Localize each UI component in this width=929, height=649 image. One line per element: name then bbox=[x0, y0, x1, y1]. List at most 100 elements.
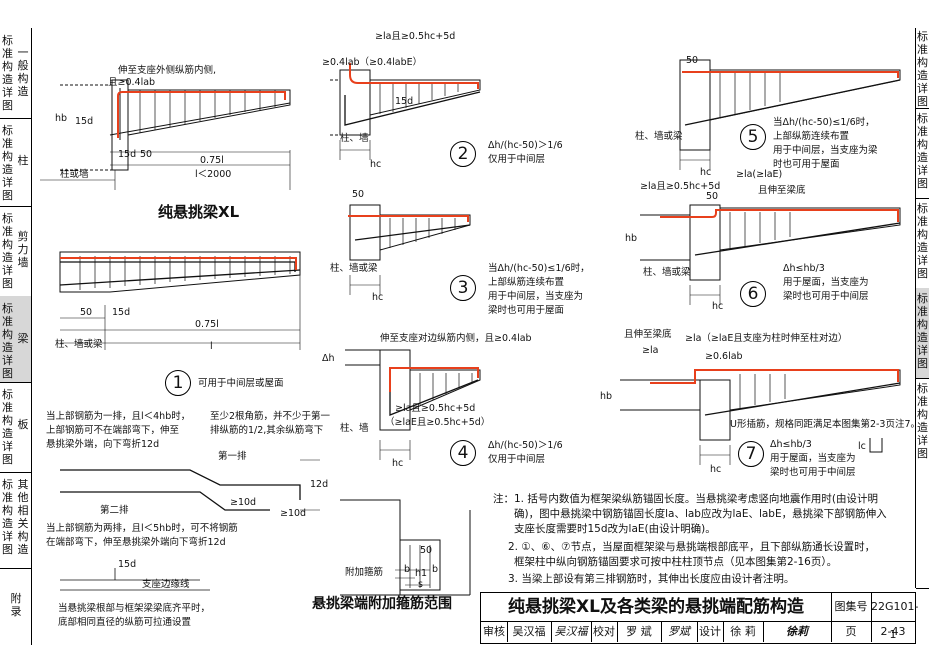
fig1-drawing bbox=[40, 79, 291, 190]
atlas-number: 22G101-1 bbox=[871, 593, 919, 641]
stirrup-label: 附加箍筋 bbox=[345, 567, 384, 578]
fig4-support: 柱、墙 bbox=[340, 423, 369, 434]
atlas-label: 图集号 bbox=[831, 593, 872, 622]
bl-15d: 15d bbox=[118, 559, 137, 570]
fig3-top-rebar bbox=[348, 215, 469, 222]
fig6-top: ≥la且≥0.5hc+5d bbox=[640, 181, 721, 192]
stirrup-range-diagram bbox=[340, 499, 471, 596]
fig7-top-rebar bbox=[650, 369, 899, 384]
fig6-num: 6 bbox=[740, 281, 766, 307]
fig1b-caption: 可用于中间层或屋面 bbox=[198, 378, 284, 389]
fig4-la1: ≥la且≥0.5hc+5d bbox=[395, 403, 476, 414]
bent-bar-diagram bbox=[60, 459, 320, 591]
bl-edge: 支座边缘线 bbox=[142, 579, 190, 590]
fig1-15d: 15d bbox=[75, 116, 94, 127]
fig7-side2: ≥la bbox=[642, 345, 659, 356]
fig5-num: 5 bbox=[740, 124, 766, 150]
sidebar-item-general[interactable]: 标准构造详图 一般构造 bbox=[0, 28, 31, 119]
fig4-num: 4 bbox=[450, 440, 476, 466]
sidebar-item-slab[interactable]: 标准构造详图 板 bbox=[0, 382, 31, 473]
fig7-lc: lc bbox=[858, 441, 866, 452]
notes-line-2: 确)，图中悬挑梁中钢筋锚固长度la、lab应改为laE、labE，悬挑梁下部钢筋… bbox=[514, 508, 887, 520]
fig1-top-rebar bbox=[117, 91, 286, 138]
stirrup-b1: b bbox=[404, 564, 411, 575]
sidebar-item-appendix[interactable]: 附录 bbox=[10, 592, 22, 618]
bl-n4a: 当悬挑梁根部与框架梁梁底齐平时， bbox=[58, 603, 211, 614]
fig1b-15d: 15d bbox=[112, 307, 131, 318]
fig2-hc: hc bbox=[370, 159, 382, 170]
stirrup-b2: b bbox=[432, 564, 439, 575]
fig2-drawing bbox=[330, 69, 481, 160]
fig7-side: 且伸至梁底 bbox=[624, 329, 672, 340]
fig3-support: 柱、墙或梁 bbox=[330, 263, 378, 274]
fig1b-50: 50 bbox=[80, 307, 93, 318]
sidebar-item-shear-wall[interactable]: 标准构造详图 剪力墙 bbox=[0, 206, 31, 297]
fig6-hb: hb bbox=[625, 233, 638, 244]
right-sidebar-item[interactable]: 标准构造详图 bbox=[916, 378, 929, 589]
fig3-l4: 梁时也可用于屋面 bbox=[488, 305, 565, 316]
check-signature: 罗斌 bbox=[661, 621, 698, 642]
sidebar-item-beam[interactable]: 标准构造详图 梁 bbox=[0, 296, 31, 383]
fig1-note2: 且≥0.4lab bbox=[108, 77, 156, 88]
fig6-side2: ≥la(≥laE) bbox=[736, 169, 783, 180]
stirrup-h1: h1 bbox=[415, 568, 428, 579]
fig4-cond: Δh/(hc-50)＞1/6 bbox=[488, 440, 563, 451]
fig1-15d-b: 15d bbox=[118, 149, 137, 160]
fig2-support: 柱、墙 bbox=[340, 133, 369, 144]
fig5-drawing bbox=[679, 59, 901, 170]
sidebar-item-column[interactable]: 标准构造详图 柱 bbox=[0, 118, 31, 207]
design-name: 徐 莉 bbox=[723, 621, 764, 642]
right-sidebar-item[interactable]: 标准构造详图 bbox=[916, 30, 929, 109]
fig3-cond: 当Δh/(hc-50)≤1/6时， bbox=[488, 263, 590, 274]
sidebar-item-other[interactable]: 标准构造详图 其他相关构造 bbox=[0, 472, 31, 569]
bl-n3a: 当上部钢筋为两排，且l＜5hb时，可不将钢筋 bbox=[46, 523, 238, 534]
fig5-l2: 上部纵筋连续布置 bbox=[773, 131, 850, 142]
fig3-l2: 上部纵筋连续布置 bbox=[488, 277, 565, 288]
fig7-hb: hb bbox=[600, 391, 613, 402]
fig1-support: 柱或墙 bbox=[60, 169, 89, 180]
chapter-sidebar: 标准构造详图 一般构造 标准构造详图 柱 标准构造详图 剪力墙 标准构造详图 梁… bbox=[0, 28, 32, 645]
bl-n3b: 在端部弯下，伸至悬挑梁外端向下弯折12d bbox=[46, 537, 226, 548]
fig4-top-rebar bbox=[389, 367, 479, 392]
fig7-top: ≥la（≥laE且支座为柱时伸至柱对边） bbox=[685, 333, 848, 344]
fig1b-l: l bbox=[210, 341, 213, 352]
fig2-top-rebar bbox=[349, 63, 479, 89]
fig4-top: 伸至支座对边纵筋内侧，且≥0.4lab bbox=[380, 333, 532, 344]
right-sidebar-item[interactable]: 标准构造详图 bbox=[916, 288, 929, 379]
stirrup-title: 悬挑梁端附加箍筋范围 bbox=[312, 596, 452, 612]
notes-line-5: 框架柱中纵向钢筋锚固要求可按中柱柱顶节点（见本图集第2-16页）。 bbox=[514, 556, 838, 568]
fig1-50: 50 bbox=[140, 149, 153, 160]
fig6-side: 且伸至梁底 bbox=[758, 185, 806, 196]
fig2-15d: 15d bbox=[395, 96, 414, 107]
fig1-len: 0.75l bbox=[200, 155, 224, 166]
bl-n1c: 悬挑梁外端，向下弯折12d bbox=[46, 439, 160, 450]
fig5-top-rebar bbox=[682, 71, 899, 78]
right-sidebar: 标准构造详图 标准构造详图 标准构造详图 标准构造详图 标准构造详图 bbox=[915, 28, 929, 589]
fig6-50: 50 bbox=[706, 191, 719, 202]
check-name: 罗 斌 bbox=[617, 621, 662, 642]
notes-line-4: 2. ①、⑥、⑦节点，当屋面框架梁与悬挑端根部底平，且下部纵筋通长设置时， bbox=[508, 541, 876, 553]
fig3-50: 50 bbox=[352, 189, 365, 200]
fig7-cond: Δh≤hb/3 bbox=[770, 439, 812, 450]
fig2-cond: Δh/(hc-50)＞1/6 bbox=[488, 140, 563, 151]
bl-row2: 第二排 bbox=[100, 505, 129, 516]
fig6-cond: Δh≤hb/3 bbox=[783, 263, 825, 274]
fig7-l2: 用于屋面，当支座为 bbox=[770, 453, 856, 464]
fig5-cond: 当Δh/(hc-50)≤1/6时， bbox=[773, 117, 875, 128]
review-signature: 吴汉福 bbox=[551, 621, 592, 642]
review-label: 审核 bbox=[481, 621, 508, 642]
fig1-title: 纯悬挑梁XL bbox=[158, 203, 240, 221]
fig5-50: 50 bbox=[686, 55, 699, 66]
bl-n4b: 底部相同直径的纵筋可拉通设置 bbox=[58, 617, 192, 628]
notes-line-3: 支座长度需要时15d改为laE(由设计明确)。 bbox=[514, 523, 716, 535]
bl-n2b: 排纵筋的1/2,其余纵筋弯下 bbox=[210, 425, 324, 436]
fig3-num: 3 bbox=[450, 275, 476, 301]
bl-row1: 第一排 bbox=[218, 451, 247, 462]
fig6-hc: hc bbox=[712, 301, 724, 312]
fig6-l2: 用于屋面，当支座为 bbox=[783, 277, 869, 288]
fig1-lcond: l＜2000 bbox=[195, 169, 232, 180]
right-sidebar-item[interactable]: 标准构造详图 bbox=[916, 108, 929, 199]
fig5-l4: 时也可用于屋面 bbox=[773, 159, 840, 170]
fig3-hc: hc bbox=[372, 292, 384, 303]
